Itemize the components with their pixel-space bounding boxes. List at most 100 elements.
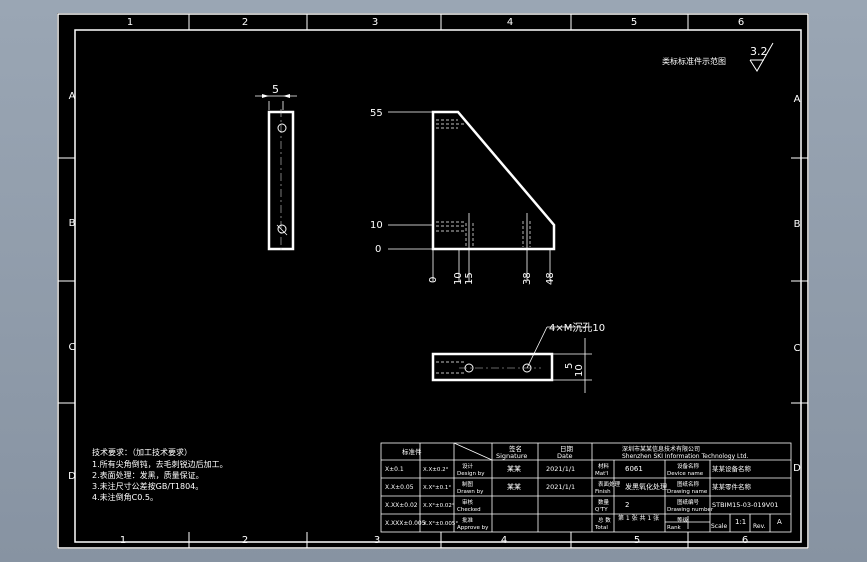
bottom-dim-right-5: 5 xyxy=(564,363,575,369)
side-dim-width: 5 xyxy=(272,83,279,96)
tb-row-1-field2-cn: 设备名称 xyxy=(677,462,700,470)
tb-company-cn: 深圳市某某信息技术有限公司 xyxy=(622,445,700,453)
zone-col-top-2: 2 xyxy=(242,17,248,28)
part-title: 类标标准件示范图 xyxy=(662,56,726,66)
tb-row-1-field-cn: 材料 xyxy=(598,462,610,470)
tb-row-4-tol: X.X°±0.005° xyxy=(423,521,458,527)
tb-row-4-field2-cn: 等级 xyxy=(677,516,689,524)
tb-row-2-date: 2021/1/1 xyxy=(546,483,575,491)
zone-col-bottom-4: 4 xyxy=(501,535,507,546)
zone-row-right-d: D xyxy=(793,463,801,474)
tb-row-3-field2-en: Drawing number xyxy=(667,507,714,513)
zone-row-left-d: D xyxy=(68,471,76,482)
zone-row-left-c: C xyxy=(69,342,76,353)
tb-signature: Signature xyxy=(496,452,527,460)
title-block xyxy=(380,442,792,533)
tb-row-1-field2-en: Device name xyxy=(667,471,704,477)
zone-row-right-a: A xyxy=(794,94,801,105)
tb-header-left: 标准件 xyxy=(402,447,422,456)
tech-req-heading: 技术要求：（加工技术要求） xyxy=(92,447,192,457)
front-dim-left-10: 10 xyxy=(370,220,383,231)
tb-row-1-tol: X.X±0.2° xyxy=(423,467,449,473)
tb-date-cn: 日期 xyxy=(560,445,574,453)
tb-row-3-value: 2 xyxy=(625,501,629,509)
tb-row-2-field-cn: 表面处理 xyxy=(598,480,621,488)
zone-col-top-1: 1 xyxy=(127,17,133,28)
front-dim-left-55: 55 xyxy=(370,108,383,119)
tb-row-2-sign: 某某 xyxy=(507,483,521,491)
front-view xyxy=(388,110,556,281)
tb-row-1-value: 6061 xyxy=(625,465,643,473)
front-dim-bottom-48: 48 xyxy=(545,272,556,285)
tb-rev-value: A xyxy=(777,518,782,526)
tb-row-2-field2-cn: 图纸名称 xyxy=(677,480,700,488)
tb-sheet-label: 第 1 张 共 1 张 xyxy=(618,514,659,522)
tb-row-3-field-cn: 数量 xyxy=(598,498,610,506)
zone-row-left-a: A xyxy=(69,91,76,102)
tb-row-1-value2: 某某设备名称 xyxy=(712,464,752,473)
tb-row-3-role-cn: 审核 xyxy=(462,498,474,506)
front-dim-bottom-38: 38 xyxy=(522,272,533,285)
tb-row-2-field2-en: Drawing name xyxy=(667,489,708,495)
drawing-canvas: 1 2 3 4 5 6 1 2 3 4 5 6 A B C D A B C D xyxy=(57,13,809,549)
surface-finish-symbol xyxy=(749,42,774,72)
zone-ticks xyxy=(58,14,808,548)
front-dim-bottom-10: 10 xyxy=(453,272,464,285)
tb-row-2-value2: 某某零件名称 xyxy=(712,482,752,491)
tb-row-4-field-en: Total xyxy=(594,525,608,531)
front-dim-bottom-15: 15 xyxy=(464,272,475,285)
tb-row-1-field-en: Mat'l xyxy=(595,471,609,477)
tb-row-4-role-en: Approve by xyxy=(457,525,489,531)
zone-col-top-5: 5 xyxy=(631,17,637,28)
tech-req-line-2: 2.表面处理：发黑，质量保证。 xyxy=(92,470,204,480)
bottom-view xyxy=(431,326,592,393)
zone-col-bottom-6: 6 xyxy=(742,535,748,546)
tb-row-4-field-cn: 总 数 xyxy=(598,516,611,524)
tech-req-line-1: 1.所有尖角倒钝，去毛刺锐边后加工。 xyxy=(92,459,228,469)
tb-signature-cn: 签名 xyxy=(509,444,522,453)
tb-row-1-role-en: Design by xyxy=(457,471,485,477)
tb-row-1-role-cn: 设计 xyxy=(462,462,474,470)
inner-frame xyxy=(74,29,802,543)
zone-row-right-b: B xyxy=(794,219,801,230)
tb-row-2-code: X.X±0.05 xyxy=(385,484,414,491)
front-dim-left-0: 0 xyxy=(375,244,381,255)
zone-col-top-3: 3 xyxy=(372,17,378,28)
tb-row-3-role-en: Checked xyxy=(457,507,481,513)
tb-row-2-value: 发黑氧化处理 xyxy=(625,482,667,491)
surface-finish-value: 3.2 xyxy=(750,45,768,58)
zone-col-top-6: 6 xyxy=(738,17,744,28)
tb-scale-value: 1:1 xyxy=(735,518,746,526)
tech-req-line-3: 3.未注尺寸公差按GB/T1804。 xyxy=(92,481,203,491)
zone-col-bottom-5: 5 xyxy=(634,535,640,546)
zone-row-right-c: C xyxy=(794,343,801,354)
tb-scale-label: Scale xyxy=(711,523,727,530)
zone-col-bottom-3: 3 xyxy=(374,535,380,546)
tb-row-3-field2-cn: 图纸编号 xyxy=(677,498,700,506)
front-dim-bottom-0: 0 xyxy=(428,277,439,283)
tb-row-1-code: X±0.1 xyxy=(385,466,404,473)
tb-row-3-value2: STBIM15-03-019V01 xyxy=(712,501,778,509)
hole-callout: 4×M沉孔10 xyxy=(549,321,605,334)
tech-req-line-4: 4.未注倒角C0.5。 xyxy=(92,492,158,502)
bottom-dim-right-10: 10 xyxy=(574,364,585,377)
tb-row-4-field2-en: Rank xyxy=(667,525,682,531)
tb-row-4-role-cn: 批准 xyxy=(462,516,474,524)
zone-col-top-4: 4 xyxy=(507,17,513,28)
tb-row-3-code: X.XX±0.02 xyxy=(385,502,418,509)
tb-row-2-field-en: Finish xyxy=(595,489,611,495)
drawing-sheet: 1 2 3 4 5 6 1 2 3 4 5 6 A B C D A B C D xyxy=(57,13,809,549)
tb-row-4-code: X.XXX±0.005 xyxy=(385,520,426,527)
tb-row-1-date: 2021/1/1 xyxy=(546,465,575,473)
tb-row-3-tol: X.X°±0.02° xyxy=(423,503,455,509)
tb-row-2-role-en: Drawn by xyxy=(457,489,484,495)
zone-row-left-b: B xyxy=(69,218,76,229)
tb-rev-label: Rev. xyxy=(753,523,766,530)
tb-row-2-role-cn: 制图 xyxy=(462,480,474,488)
zone-col-bottom-2: 2 xyxy=(242,535,248,546)
zone-col-bottom-1: 1 xyxy=(120,535,126,546)
technical-requirements: 技术要求：（加工技术要求） 1.所有尖角倒钝，去毛刺锐边后加工。 2.表面处理：… xyxy=(92,447,228,502)
tb-company-en: Shenzhen SKI Information Technology Ltd. xyxy=(622,453,749,460)
